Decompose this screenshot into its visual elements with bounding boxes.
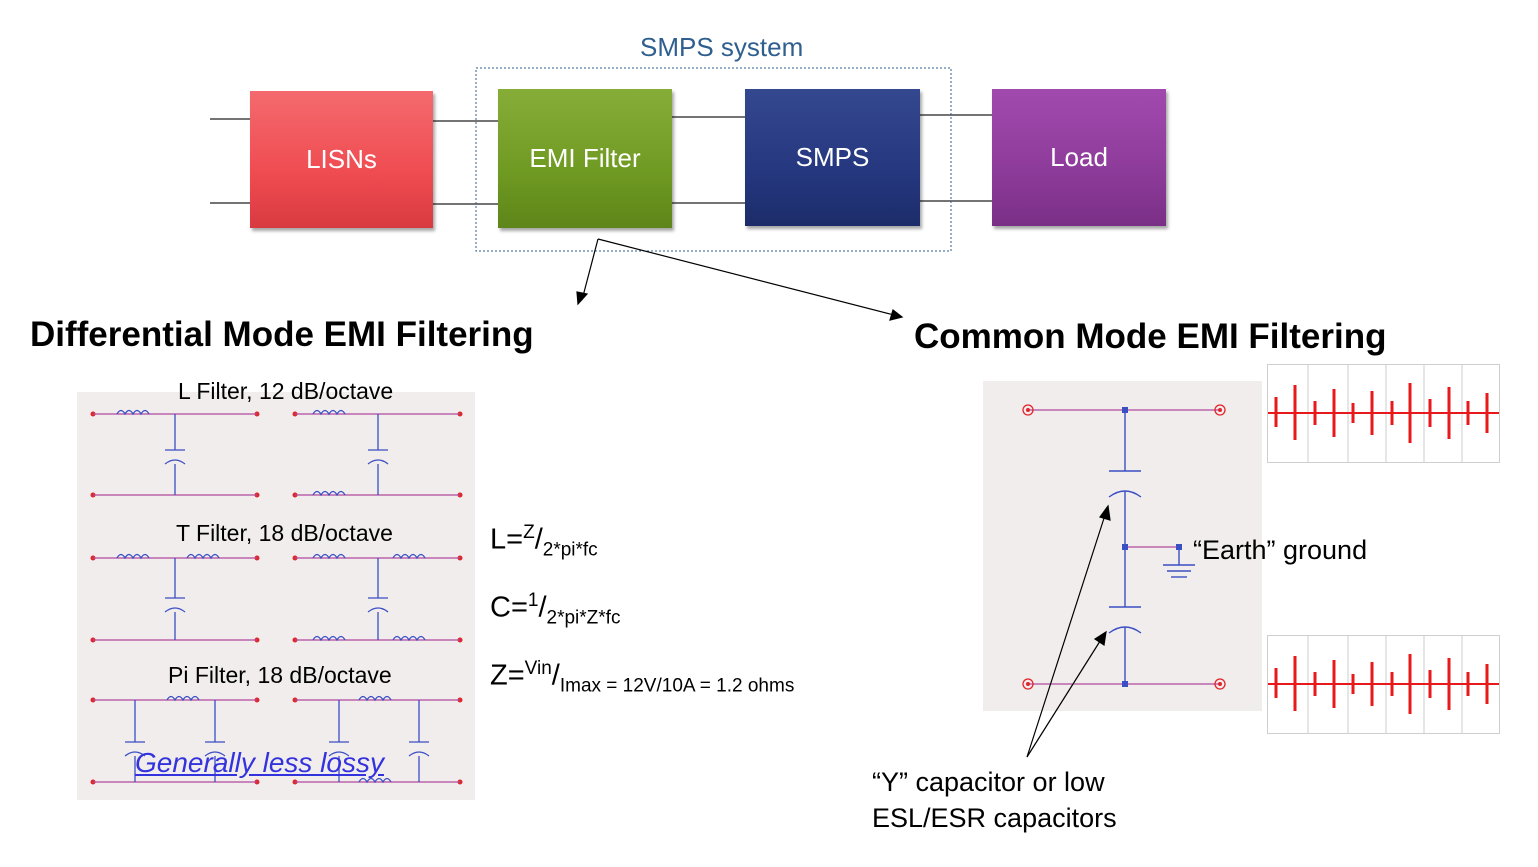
load-block: Load [992,89,1166,226]
smps-label: SMPS [795,142,870,172]
scope-trace-top [1267,364,1500,463]
differential-heading: Differential Mode EMI Filtering [30,315,534,354]
common-mode-schematic [1022,404,1226,690]
l-numerator: Z [523,522,535,543]
y-capacitor-label-line1: “Y” capacitor or low [872,767,1105,797]
differential-schematic-panel [77,392,475,800]
l-prefix: L= [490,523,524,556]
emi-filter-block: EMI Filter [498,89,672,228]
z-prefix: Z= [490,659,525,692]
scope-trace-top-image [1268,365,1499,462]
t-filter-label: T Filter, 18 dB/octave [176,520,393,546]
emi-filter-label: EMI Filter [529,143,641,173]
l-filter-label: L Filter, 12 dB/octave [178,378,394,404]
c-numerator: 1 [527,590,539,611]
pi-filter-label: Pi Filter, 18 dB/octave [168,662,392,688]
z-numerator: Vin [524,658,552,679]
smps-system-label: SMPS system [640,32,804,62]
capacitance-formula: C=1/2*pi*Z*fc [490,590,621,629]
lisns-block: LISNs [250,91,433,228]
load-label: Load [1050,142,1108,172]
lisns-label: LISNs [306,144,377,174]
scope-trace-bottom [1267,635,1500,734]
impedance-formula: Z=Vin/Imax = 12V/10A = 1.2 ohms [490,658,795,697]
smps-block: SMPS [745,89,920,226]
scope-trace-bottom-image [1268,636,1499,733]
z-denominator: Imax = 12V/10A = 1.2 ohms [559,675,795,697]
earth-ground-label: “Earth” ground [1193,535,1368,565]
c-denominator: 2*pi*Z*fc [546,607,621,629]
y-capacitor-label-line2: ESL/ESR capacitors [872,803,1117,833]
l-denominator: 2*pi*fc [542,539,598,561]
differential-schematics [90,409,463,785]
inductance-formula: L=Z/2*pi*fc [490,522,598,561]
c-prefix: C= [490,591,528,624]
common-heading: Common Mode EMI Filtering [914,317,1387,356]
generally-less-lossy-note: Generally less lossy [135,747,384,778]
